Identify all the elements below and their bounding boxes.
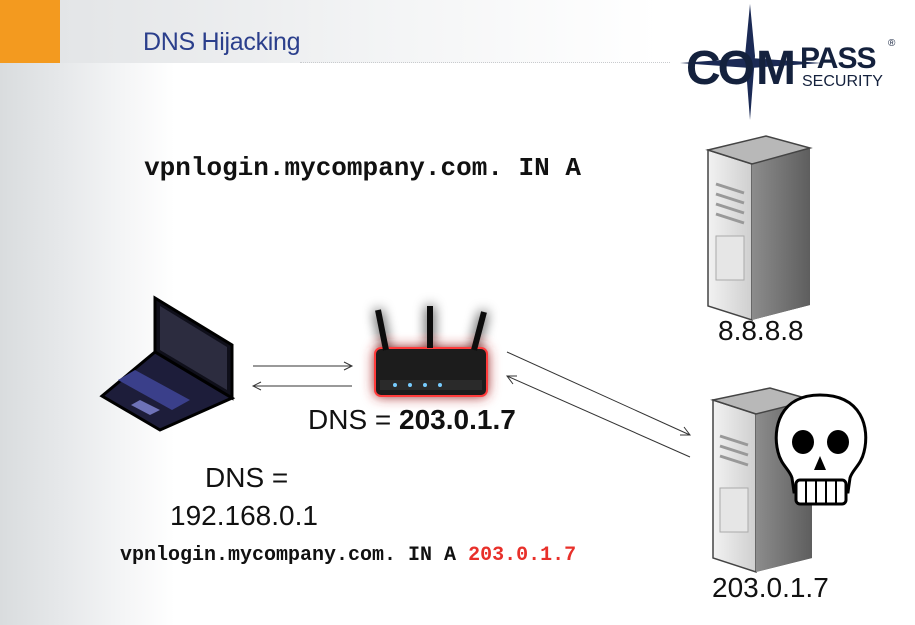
server-8888-ip-label: 8.8.8.8 — [718, 315, 804, 346]
title-divider — [300, 62, 670, 63]
response-ip: 203.0.1.7 — [468, 544, 577, 567]
compass-security-logo: CO M PASS SECURITY ® — [680, 4, 896, 120]
header-band — [60, 0, 915, 63]
arrows-laptop-router — [251, 361, 354, 391]
laptop-dns-label-line2: 192.168.0.1 — [170, 500, 318, 531]
compass-needle-horizontal — [680, 58, 822, 68]
logo-text-security: SECURITY — [802, 73, 883, 90]
logo-text-m: M — [756, 42, 793, 95]
response-prefix: vpnlogin.mycompany.com. IN A — [120, 544, 469, 567]
arrows-router-rogue-server — [506, 351, 691, 458]
logo-text-co: CO — [686, 42, 754, 95]
router-dns-label: DNS = 203.0.1.7 — [308, 404, 516, 436]
slide-title: DNS Hijacking — [143, 28, 301, 56]
router-dns-value: 203.0.1.7 — [399, 404, 516, 435]
skull-icon — [774, 393, 868, 506]
logo-text-pass: PASS — [800, 42, 875, 75]
dns-response-text: vpnlogin.mycompany.com. IN A 203.0.1.7 — [120, 544, 576, 567]
router-dns-prefix: DNS = — [308, 404, 400, 435]
orange-accent-bar — [0, 0, 60, 63]
logo-registered: ® — [888, 38, 896, 49]
server-8888-icon — [705, 135, 813, 322]
dns-query-text: vpnlogin.mycompany.com. IN A — [144, 153, 581, 183]
side-photo-background — [0, 0, 175, 625]
laptop-dns-label-line1: DNS = — [205, 462, 289, 493]
server-203-ip-label: 203.0.1.7 — [712, 572, 829, 603]
laptop-icon — [99, 295, 236, 432]
router-icon — [374, 306, 488, 397]
